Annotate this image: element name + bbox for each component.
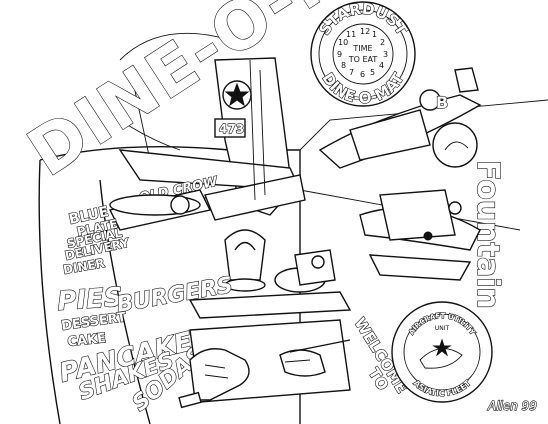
clock-numeral-1: 1 bbox=[372, 30, 377, 39]
clock-numeral-3: 3 bbox=[383, 50, 388, 59]
clock-numeral-6: 6 bbox=[360, 70, 365, 79]
sundae-cup bbox=[224, 229, 266, 292]
clock-numeral-8: 8 bbox=[341, 61, 346, 70]
plane-marking: B bbox=[436, 93, 448, 112]
clock-numeral-2: 2 bbox=[380, 38, 385, 47]
fighter-plane-left bbox=[108, 189, 212, 231]
fighter-plane-old-crow: 473 OLD CROW bbox=[118, 57, 306, 221]
clock-numeral-9: 9 bbox=[337, 50, 342, 59]
clock-numeral-7: 7 bbox=[349, 68, 354, 77]
drawing-hands bbox=[178, 319, 351, 409]
tail-number: 473 bbox=[219, 122, 244, 136]
fighter-plane-right: B bbox=[318, 67, 482, 169]
fighter-plane-lower-right bbox=[359, 189, 481, 281]
clock-numeral-5: 5 bbox=[370, 68, 375, 77]
clock-numeral-11: 11 bbox=[346, 30, 356, 39]
artist-signature: Allen 99 bbox=[487, 399, 537, 413]
fighter-plane-lower-center bbox=[188, 249, 352, 319]
clock-center-bottom: TO EAT bbox=[348, 55, 378, 64]
clock-numeral-4: 4 bbox=[379, 61, 384, 70]
badge-middle-text: UNIT bbox=[435, 325, 450, 332]
stardust-clock: STARDUST DINE-O-MAT 12 1 2 3 4 5 6 7 8 9… bbox=[310, 0, 416, 108]
menu-cake: CAKE bbox=[67, 331, 107, 350]
menu-pies: PIES bbox=[56, 283, 123, 317]
aircraft-utility-badge: AIRCRAFT UTILITY UNIT ASIATIC FLEET bbox=[391, 301, 493, 403]
clock-center-top: TIME bbox=[352, 44, 372, 53]
clock-numeral-12: 12 bbox=[360, 27, 370, 36]
clock-numeral-10: 10 bbox=[338, 38, 348, 47]
